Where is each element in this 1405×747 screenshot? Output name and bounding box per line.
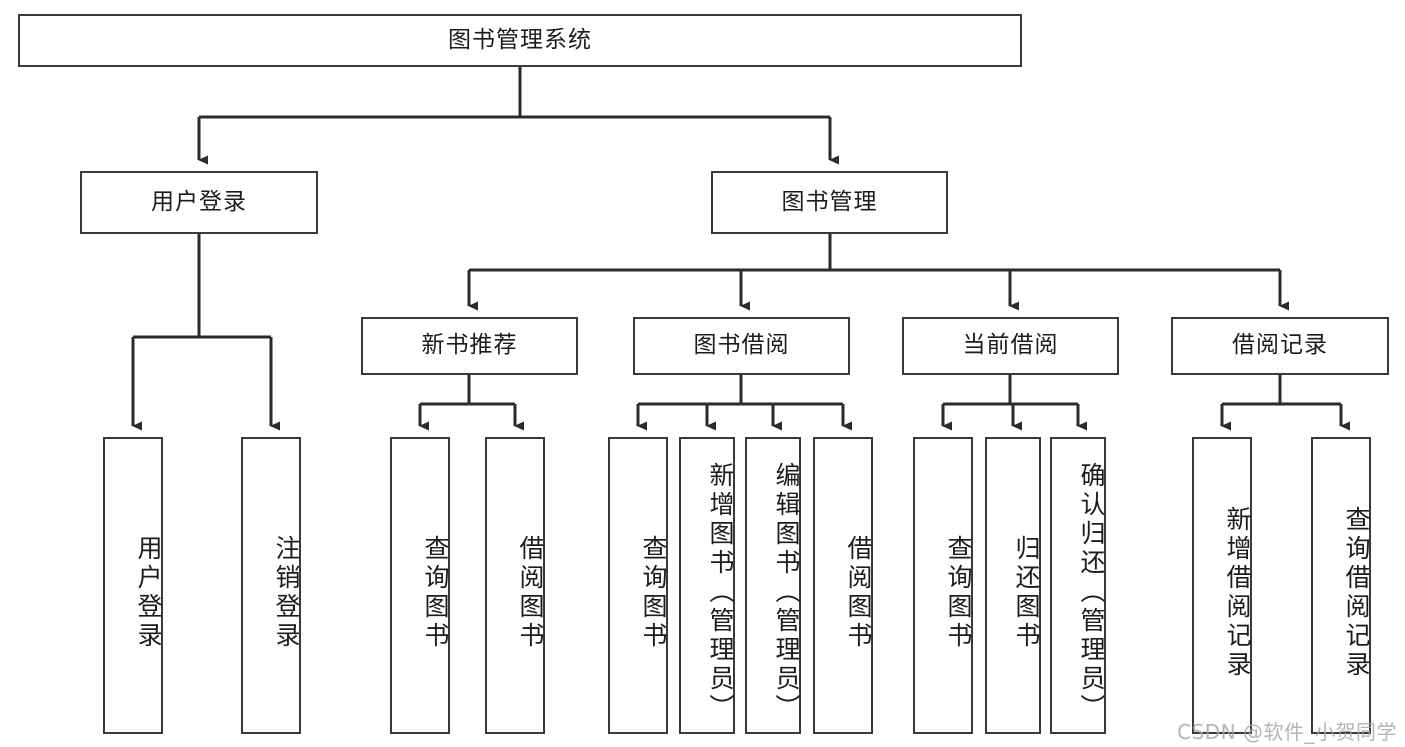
node-leaf-borrow-book[interactable]: 借阅图书 xyxy=(813,437,873,734)
node-label: 图书借阅 xyxy=(693,332,790,359)
node-leaf-return-book[interactable]: 归还图书 xyxy=(985,437,1041,734)
node-borrow-record[interactable]: 借阅记录 xyxy=(1171,317,1389,375)
node-leaf-add-borrow-record[interactable]: 新增借阅记录 xyxy=(1192,437,1252,734)
node-leaf-user-login[interactable]: 用户登录 xyxy=(103,437,163,734)
node-label: 编辑图书（管理员） xyxy=(772,462,801,723)
node-label: 新增借阅记录 xyxy=(1223,505,1252,680)
node-leaf-confirm-return-admin[interactable]: 确认归还（管理员） xyxy=(1050,437,1106,734)
node-book-management[interactable]: 图书管理 xyxy=(711,171,948,234)
node-label: 当前借阅 xyxy=(962,332,1059,359)
node-current-borrow[interactable]: 当前借阅 xyxy=(902,317,1119,375)
node-label: 用户登录 xyxy=(134,534,163,651)
watermark-text: CSDN @软件_小贺同学 xyxy=(1177,720,1397,744)
node-leaf-query-book-new[interactable]: 查询图书 xyxy=(390,437,450,734)
node-label: 借阅记录 xyxy=(1232,332,1328,359)
node-leaf-query-book-current[interactable]: 查询图书 xyxy=(913,437,973,734)
node-label: 新增图书（管理员） xyxy=(706,462,735,723)
node-label: 注销登录 xyxy=(272,534,301,651)
node-label: 图书管理 xyxy=(781,188,878,215)
node-leaf-query-borrow-record[interactable]: 查询借阅记录 xyxy=(1311,437,1371,734)
node-leaf-user-logout[interactable]: 注销登录 xyxy=(241,437,301,734)
node-label: 查询借阅记录 xyxy=(1342,505,1371,680)
node-label: 归还图书 xyxy=(1012,534,1041,651)
node-label: 确认归还（管理员） xyxy=(1077,462,1106,723)
node-user-login[interactable]: 用户登录 xyxy=(80,171,318,234)
node-root[interactable]: 图书管理系统 xyxy=(18,14,1022,67)
node-leaf-borrow-book-new[interactable]: 借阅图书 xyxy=(485,437,545,734)
node-leaf-edit-book-admin[interactable]: 编辑图书（管理员） xyxy=(745,437,801,734)
node-label: 查询图书 xyxy=(639,534,668,651)
node-new-book-recommend[interactable]: 新书推荐 xyxy=(361,317,578,375)
node-label: 查询图书 xyxy=(421,534,450,651)
node-label: 用户登录 xyxy=(151,188,247,215)
node-leaf-add-book-admin[interactable]: 新增图书（管理员） xyxy=(679,437,735,734)
node-label: 借阅图书 xyxy=(516,534,545,651)
node-leaf-query-book-borrow[interactable]: 查询图书 xyxy=(608,437,668,734)
node-label: 查询图书 xyxy=(944,534,973,651)
node-label: 借阅图书 xyxy=(844,534,873,651)
node-label: 新书推荐 xyxy=(421,332,518,359)
node-label: 图书管理系统 xyxy=(448,26,592,53)
node-book-borrow[interactable]: 图书借阅 xyxy=(633,317,850,375)
